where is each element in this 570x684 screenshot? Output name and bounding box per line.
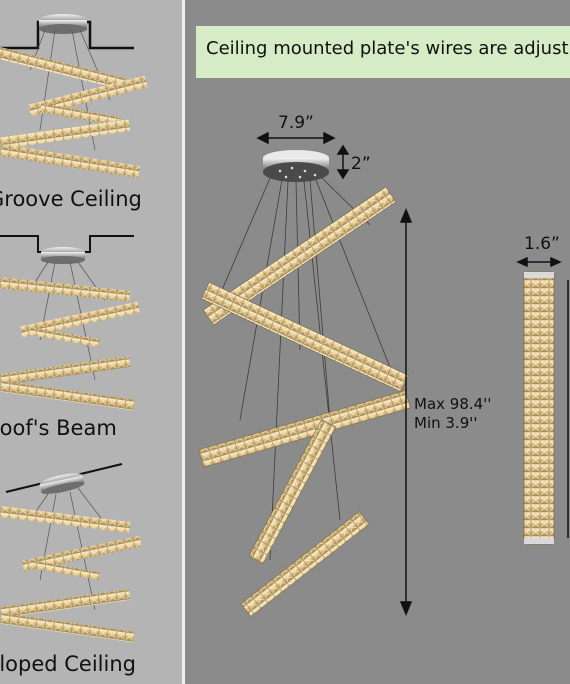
plate-width-label: 7.9” [278,113,314,133]
crystal-bar [0,506,131,533]
caption-groove-ceiling: Groove Ceiling [0,187,142,211]
bar-width-arrow [516,256,562,268]
min-length-label: Min 3.9'' [414,414,478,432]
single-bar-side-view [523,271,555,545]
crystal-bar-top [203,186,397,326]
crystal-bar [0,277,131,302]
crystal-bar [0,356,131,385]
plate-height-arrow [336,144,350,180]
crystal-bar-fourth [248,418,337,565]
crystal-bar [22,535,142,572]
crystal-bar [29,559,101,581]
crystal-bar [0,589,131,618]
groove-ceiling-illustration [0,14,148,178]
crystal-bar [39,103,121,126]
length-arrow [399,208,413,616]
info-banner: Ceiling mounted plate's wires are adjust [196,26,570,78]
product-dimensions-panel [185,0,570,684]
caption-roofs-beam: Roof's Beam [0,416,117,440]
max-length-label: Max 98.4'' [414,395,492,413]
plate-height-label: 2” [351,154,371,174]
caption-sloped-ceiling: Sloped Ceiling [0,652,136,676]
plate-width-arrow [256,131,336,145]
crystal-bar-bottom [240,511,370,617]
sloped-ceiling-illustration [0,463,142,643]
crystal-bar [0,45,130,91]
crystal-bar [29,326,101,348]
banner-text: Ceiling mounted plate's wires are adjust [206,38,569,59]
panel-divider [182,0,185,684]
crystal-bar-third [198,390,411,468]
crystal-bar-second [201,281,409,393]
bar-width-label: 1.6” [524,234,560,254]
chandelier-illustration [198,150,411,617]
crystal-bar [0,380,136,411]
crystal-bar [0,612,136,643]
roof-beam-illustration [0,235,140,411]
crystal-bar [0,144,140,178]
crystal-bar [20,301,140,338]
crystal-bar [0,119,131,149]
